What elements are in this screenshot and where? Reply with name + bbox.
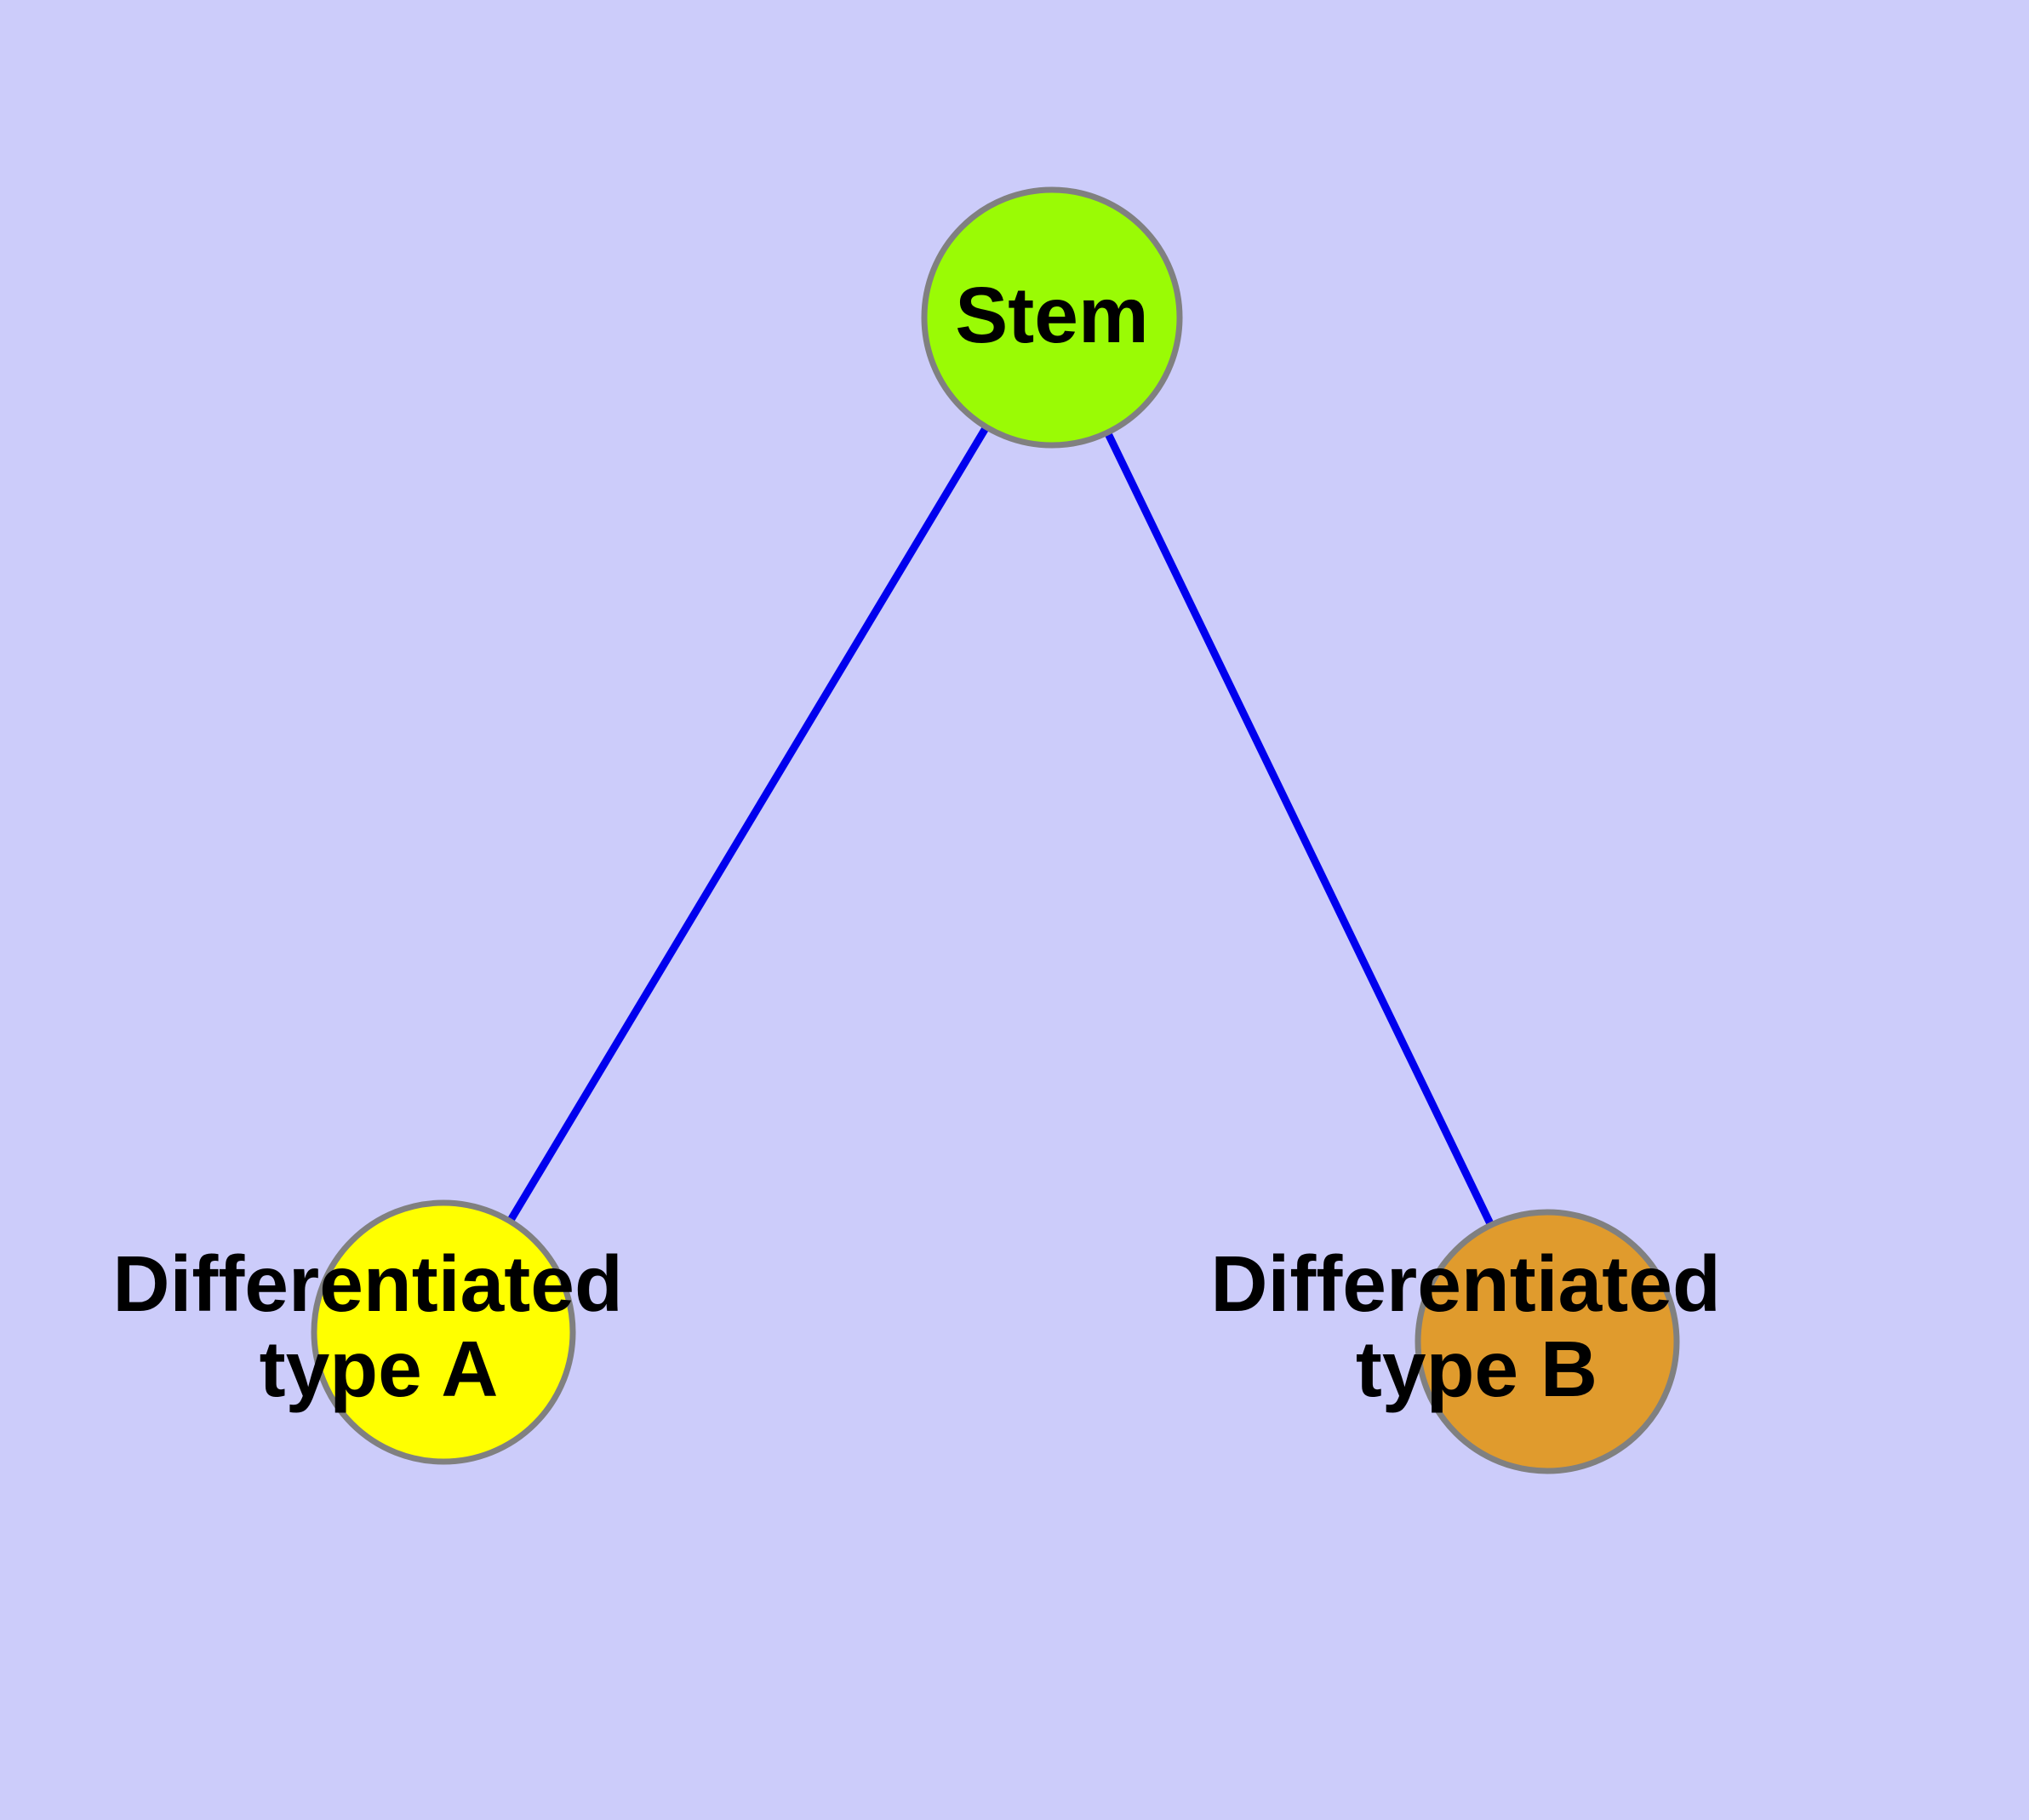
node-layer: Stem Differentiated type A Differentiate…: [112, 186, 1742, 1474]
edge-stem-to-diff-a[interactable]: [440, 315, 1055, 1335]
node-diff-b-label: Differentiated type B: [1210, 1239, 1742, 1412]
node-diff-b-circle[interactable]: [1415, 1209, 1680, 1474]
node-diff-a-label: Differentiated type A: [112, 1239, 644, 1412]
node-stem[interactable]: Stem: [921, 186, 1183, 449]
node-diff-a-circle[interactable]: [311, 1199, 576, 1465]
node-stem-circle[interactable]: [921, 186, 1183, 449]
node-diff-b-label-line-2: type B: [1356, 1325, 1597, 1413]
node-diff-a-label-line-1: Differentiated: [112, 1239, 622, 1327]
node-diff-a-label-line-2: type A: [260, 1325, 499, 1413]
node-diff-b[interactable]: Differentiated type B: [1210, 1209, 1742, 1474]
node-diff-a[interactable]: Differentiated type A: [112, 1199, 644, 1465]
node-diff-b-label-line-1: Differentiated: [1210, 1239, 1720, 1327]
edge-stem-to-diff-b[interactable]: [1048, 316, 1552, 1343]
node-stem-label-line-1: Stem: [955, 271, 1148, 359]
edge-layer: [440, 315, 1552, 1343]
node-stem-label: Stem: [955, 271, 1148, 359]
